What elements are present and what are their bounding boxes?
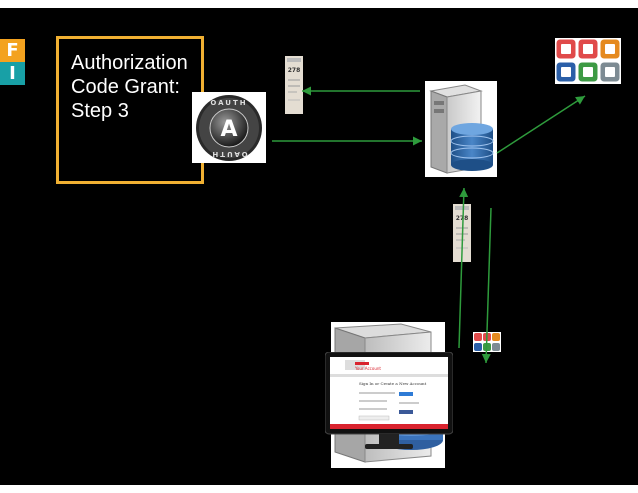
arrow-server-to-client (481, 207, 492, 364)
app-tiles-icon (555, 38, 621, 83)
oauth-wordmark-top: OAUTH (210, 99, 247, 107)
token-number: 278 (456, 215, 469, 222)
token-badge-icon: 278 (287, 58, 301, 101)
logo-letter-i: I (0, 62, 25, 85)
monitor: Your Account Sign In or Create a New Acc… (325, 352, 453, 452)
database-icon (450, 123, 494, 171)
monitor-icon: Your Account Sign In or Create a New Acc… (325, 352, 453, 449)
oauth-logo-panel: A OAUTH OAUTH (192, 92, 266, 163)
token-number: 278 (288, 67, 301, 74)
oauth-wordmark-bottom: OAUTH (210, 150, 247, 158)
slide-title: Authorization Code Grant: Step 3 (71, 52, 188, 122)
app-tiles-icon (474, 333, 500, 351)
app-tiles-panel (555, 38, 621, 84)
oauth-logo-icon: A OAUTH OAUTH (196, 95, 262, 161)
arrow-client-to-server (458, 187, 469, 349)
oauth-logo-letter: A (220, 117, 237, 142)
browser-brand: Your Account (354, 366, 381, 371)
server-panel (425, 81, 497, 177)
logo-letter-f: F (0, 39, 25, 62)
token-badge-top: 278 (285, 56, 303, 114)
arrows-layer (272, 86, 586, 364)
title-box: Authorization Code Grant: Step 3 (56, 36, 204, 184)
server-icon (429, 84, 494, 174)
arrow-server-to-apps (496, 95, 586, 154)
slide: F I Authorization Code Grant: Step 3 A O… (0, 8, 638, 485)
browser-heading: Sign In or Create a New Account (359, 381, 427, 386)
